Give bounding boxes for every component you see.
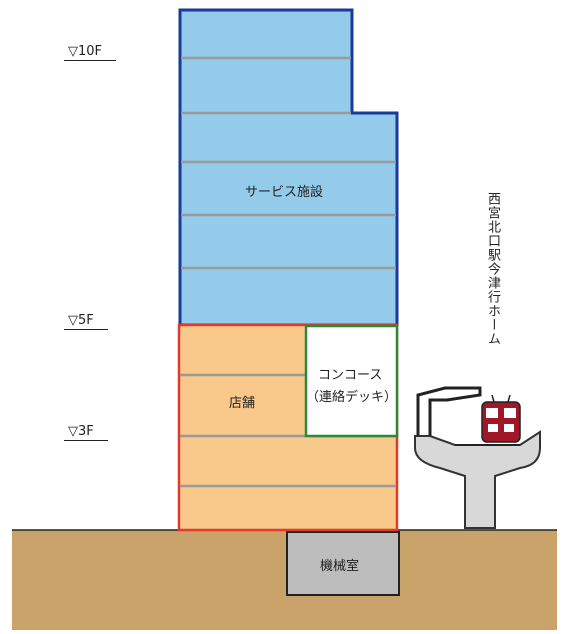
concourse-box [304,324,399,438]
station-viaduct [414,430,541,529]
station-canopy [416,386,482,436]
machine-room-label: 機械室 [320,559,360,574]
floor-marker-10f: ▽10F [64,44,117,61]
floor-marker-5f: ▽5F [64,313,108,330]
shop-label: 店舗 [229,396,256,411]
platform-label: 西宮北口駅今津行ホーム [485,192,500,346]
service-floor-lines [181,56,396,270]
machine-room-box [286,531,400,596]
train-icon [481,394,521,443]
ground [12,530,557,630]
concourse-sublabel: （連絡デッキ） [306,390,398,405]
concourse-label: コンコース [318,368,383,383]
service-facility-label: サービス施設 [245,185,324,200]
floor-marker-3f: ▽3F [64,424,108,441]
